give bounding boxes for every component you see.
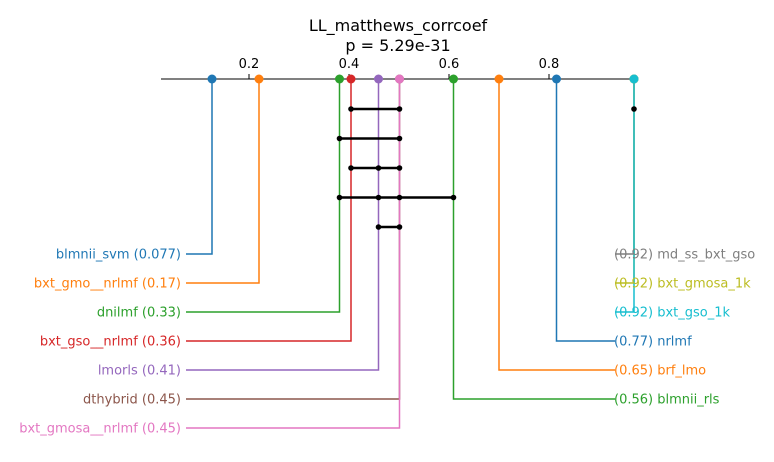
connector-bxt_gmo__nrlmf [186, 79, 260, 284]
connector-blmnii_svm [186, 79, 213, 255]
rank-marker-bxt_gso_1k [629, 74, 639, 84]
clique-point [396, 106, 403, 112]
clique-point [631, 106, 637, 112]
clique-point [348, 106, 354, 112]
clique-point [336, 194, 343, 201]
method-label-bxt_gso_1k: (0.92) bxt_gso_1k [614, 306, 731, 321]
tick-label: 0.4 [339, 57, 360, 72]
method-labels: blmnii_svm (0.077) bxt_gmo__nrlmf (0.17) d… [19, 248, 755, 437]
connector-dthybrid [186, 79, 401, 400]
connector-lmorls [186, 79, 380, 371]
connector-md_ss_bxt_gso [615, 79, 635, 255]
clique-point [375, 194, 382, 201]
clique-point [396, 224, 403, 230]
clique-point [396, 165, 403, 171]
clique-bars [336, 106, 637, 230]
clique-point [375, 224, 382, 230]
method-label-blmnii_svm: blmnii_svm (0.077) [56, 248, 181, 263]
clique-point [396, 135, 403, 142]
method-label-brf_lmo: (0.65) brf_lmo [614, 364, 706, 379]
method-label-md_ss_bxt_gso: (0.92) md_ss_bxt_gso [614, 248, 755, 263]
rank-marker-brf_lmo [494, 74, 504, 84]
connector-bxt_gmosa__nrlmf [186, 79, 401, 429]
clique-point [348, 165, 354, 171]
tick-label: 0.2 [239, 57, 260, 72]
rank-markers [207, 74, 639, 84]
axis-ticks: 0.2 0.4 0.6 0.8 [239, 57, 560, 79]
rank-marker-nrlmf [552, 74, 561, 84]
tick-label: 0.8 [539, 57, 560, 72]
connector-bxt_gso__nrlmf [186, 79, 352, 342]
rank-marker-lmorls [374, 74, 383, 84]
method-label-dthybrid: dthybrid (0.45) [83, 393, 181, 408]
tick-label: 0.6 [439, 57, 460, 72]
rank-marker-bxt_gso__nrlmf [346, 74, 356, 84]
method-label-bxt_gmosa__nrlmf: bxt_gmosa__nrlmf (0.45) [19, 422, 181, 437]
connector-blmnii_rls [452, 79, 615, 400]
rank-marker-bxt_gmosa__nrlmf [395, 74, 404, 84]
chart-subtitle: p = 5.29e-31 [345, 36, 450, 55]
method-label-dnilmf: dnilmf (0.33) [97, 306, 181, 321]
method-label-bxt_gmosa_1k: (0.92) bxt_gmosa_1k [614, 277, 751, 292]
method-label-nrlmf: (0.77) nrlmf [614, 335, 692, 350]
clique-point [375, 165, 382, 171]
clique-point [396, 194, 403, 201]
rank-marker-blmnii_svm [207, 74, 217, 84]
method-connectors [186, 79, 635, 429]
connector-dnilmf [186, 79, 341, 313]
method-label-blmnii_rls: (0.56) blmnii_rls [614, 393, 720, 408]
method-label-bxt_gmo__nrlmf: bxt_gmo__nrlmf (0.17) [34, 277, 181, 292]
method-label-bxt_gso__nrlmf: bxt_gso__nrlmf (0.36) [40, 335, 181, 350]
rank-marker-blmnii_rls [449, 74, 458, 84]
connector-brf_lmo [498, 79, 615, 371]
connector-bxt_gso_1k [615, 79, 635, 313]
rank-marker-bxt_gmo__nrlmf [254, 74, 264, 84]
method-label-lmorls: lmorls (0.41) [98, 364, 181, 379]
clique-point [450, 194, 457, 201]
connector-nrlmf [555, 79, 615, 342]
rank-marker-dnilmf [335, 74, 344, 84]
clique-point [336, 135, 343, 142]
chart-title: LL_matthews_corrcoef [309, 16, 488, 36]
